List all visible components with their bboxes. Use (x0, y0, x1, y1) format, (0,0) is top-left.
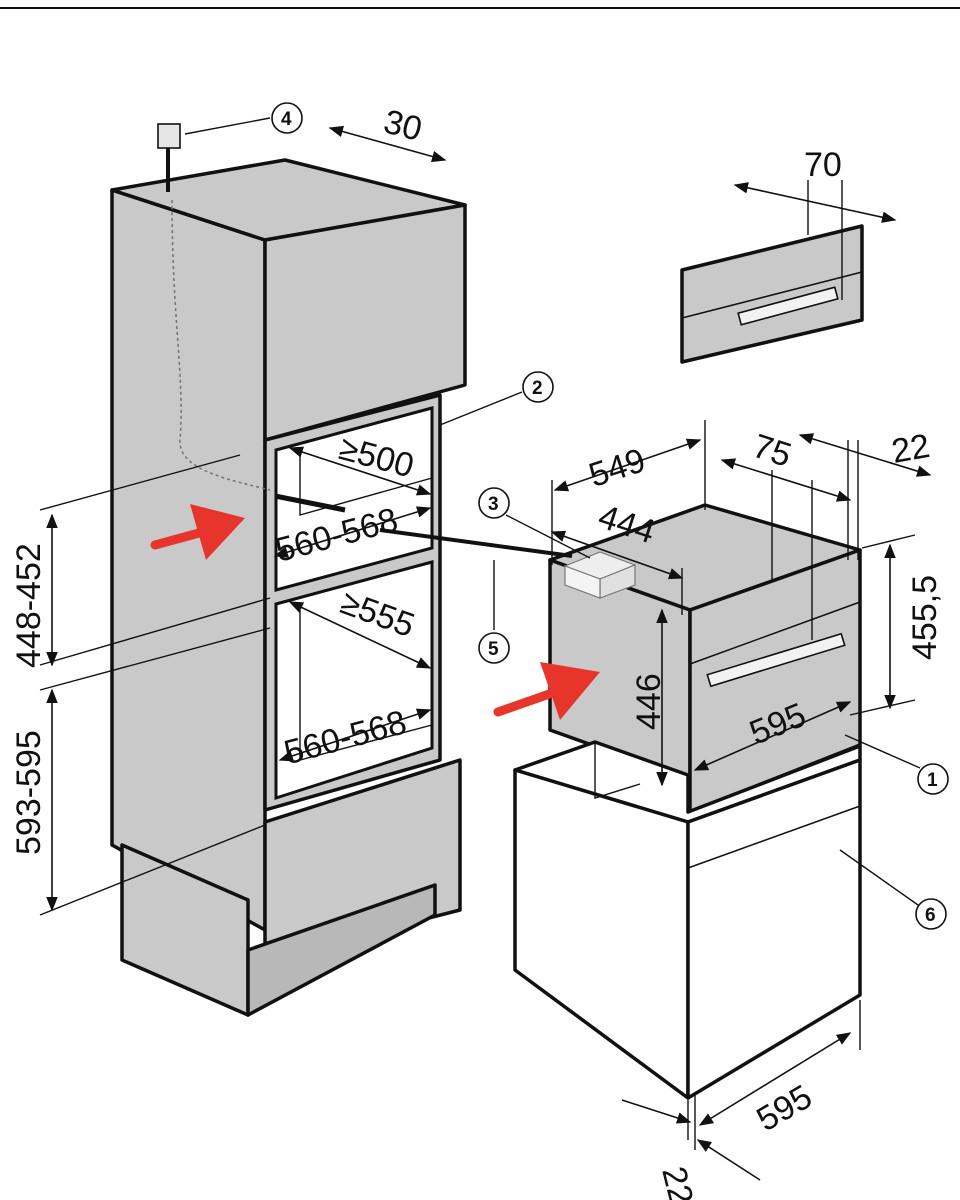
dim-left-lower: 593-595 (10, 730, 48, 855)
dim-left-upper: 448-452 (10, 543, 48, 668)
callout-2-circle (522, 371, 554, 403)
dim-depth-22: 22 (889, 427, 933, 471)
dim-depth-549: 549 (584, 441, 650, 495)
appliance-handle (706, 632, 846, 688)
tall-cabinet (110, 123, 467, 1017)
callout-5-circle (478, 632, 510, 664)
dim-height-446: 446 (630, 673, 668, 730)
lower-oven (513, 740, 862, 1100)
dim-depth-75: 75 (748, 427, 796, 475)
door-handle-panel (680, 224, 864, 364)
oven-step (594, 742, 641, 799)
connection-box (157, 123, 181, 149)
handle-bar (737, 286, 839, 326)
callout-4: 4 (281, 109, 292, 130)
red-arrow-left (150, 504, 245, 560)
callout-6: 6 (925, 905, 936, 926)
callout-3: 3 (488, 494, 499, 515)
dim-height-455: 455,5 (906, 575, 944, 660)
oven-side (513, 768, 690, 1100)
callout-5: 5 (488, 639, 499, 660)
callouts: 4 2 3 5 1 6 (184, 102, 949, 930)
callout-1-circle (917, 763, 949, 795)
dim-bottom-22: 22 (654, 1163, 700, 1200)
appliance-front-split (689, 601, 861, 665)
red-arrow-right (493, 662, 600, 720)
dotted-cable-route (171, 199, 271, 491)
dim-top-gap: 30 (380, 103, 426, 149)
callout-2: 2 (532, 378, 543, 399)
cabinet-plinth-front (246, 883, 437, 1017)
dimension-lines (39, 125, 932, 1181)
callout-1: 1 (927, 770, 938, 791)
oven-front (686, 758, 862, 1100)
cabinet-side-panel (110, 188, 267, 932)
red-arrows (150, 504, 600, 720)
callout-4-circle (271, 102, 303, 134)
dim-handle-depth: 70 (804, 146, 842, 184)
callout-6-circle (915, 898, 947, 930)
handle-panel-front (680, 224, 864, 364)
cabinet-upper-door (263, 203, 467, 442)
callout-3-circle (478, 487, 510, 519)
handle-panel-split (681, 271, 863, 319)
oven-front-split (687, 805, 861, 869)
